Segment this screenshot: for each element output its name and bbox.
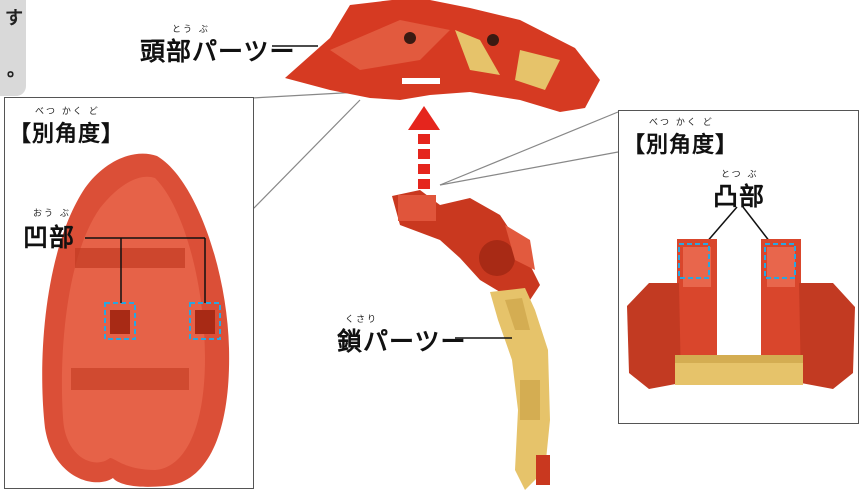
- chain-label: 鎖パーツー: [337, 327, 467, 356]
- attach-arrow: [408, 106, 440, 189]
- head-label: 頭部パーツー: [140, 37, 296, 66]
- note-text-1: す: [5, 8, 23, 29]
- left-part-label: 凹部: [23, 223, 76, 252]
- leader-line: [439, 111, 619, 186]
- head-part-image: [285, 0, 600, 112]
- left-panel-title: 【別角度】: [9, 122, 125, 147]
- right-panel-title-ruby: べつ かく ど: [649, 118, 714, 128]
- note-tab: す 。: [0, 0, 26, 96]
- right-detail-panel: べつ かく ど 【別角度】 とつ ぶ 凸部: [618, 110, 859, 424]
- right-part-label: 凸部: [713, 182, 766, 211]
- leader-line: [251, 91, 361, 99]
- left-panel-title-ruby: べつ かく ど: [35, 107, 100, 117]
- right-panel-image: [627, 206, 855, 389]
- leader-line: [439, 151, 619, 186]
- chain-part-image: [490, 288, 550, 490]
- chain-label-ruby: くさり: [345, 315, 379, 325]
- leader-line: [251, 99, 361, 211]
- body-part-image: [392, 190, 540, 300]
- left-panel-image: [42, 153, 230, 487]
- head-label-ruby: とう ぶ: [172, 25, 210, 35]
- note-text-2: 。: [7, 60, 25, 81]
- left-part-ruby: おう ぶ: [33, 209, 71, 219]
- right-panel-title: 【別角度】: [623, 133, 739, 158]
- right-part-ruby: とつ ぶ: [721, 170, 759, 180]
- left-detail-panel: べつ かく ど 【別角度】 おう ぶ 凹部: [4, 97, 254, 489]
